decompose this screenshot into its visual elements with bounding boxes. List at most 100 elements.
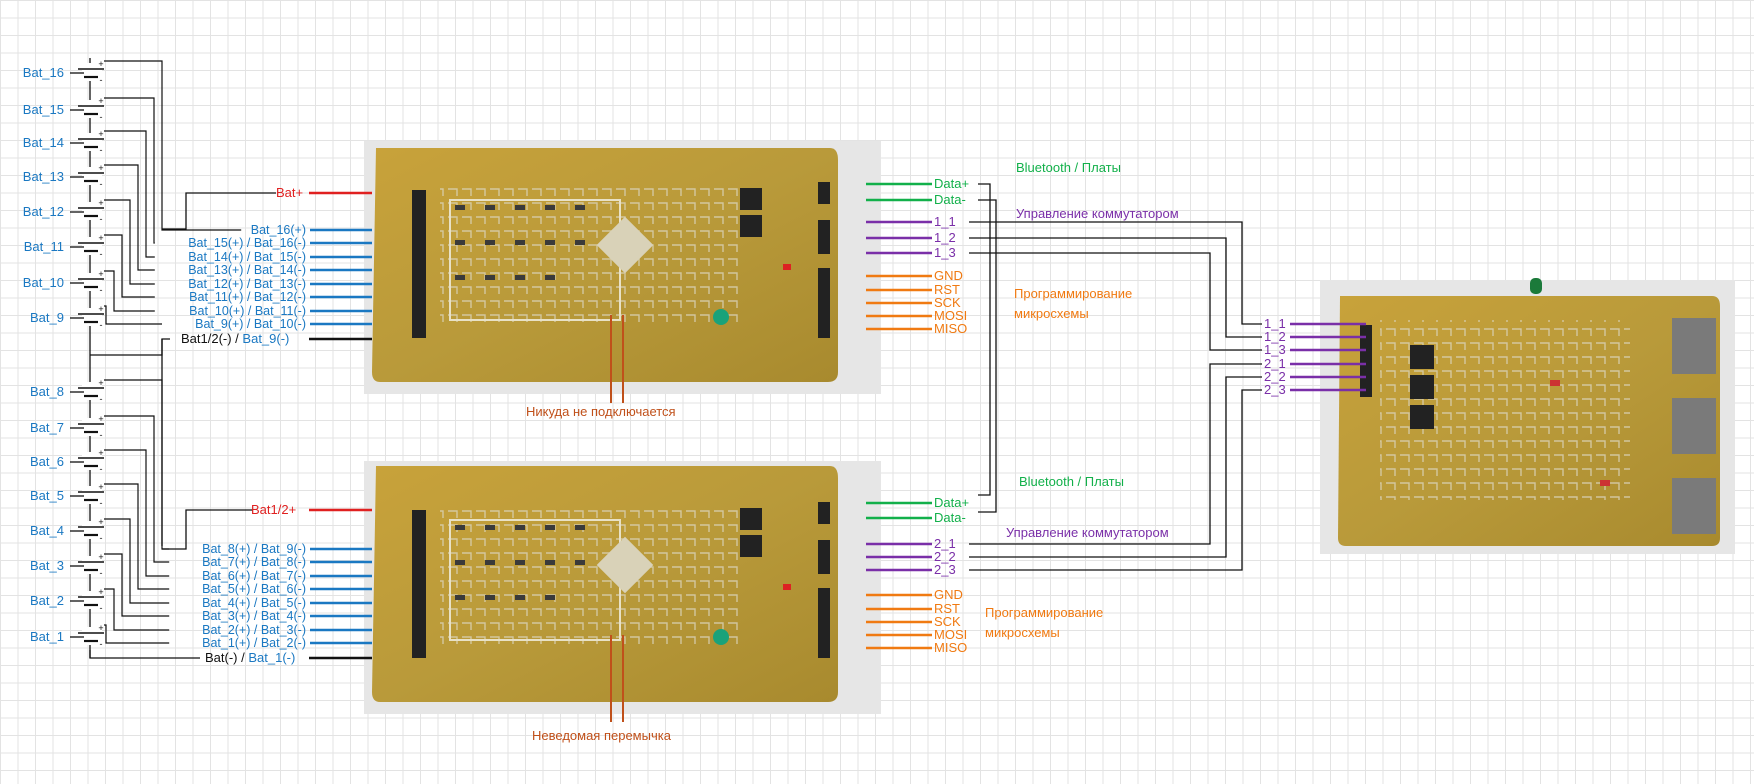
note-programming-top-2: микросхемы bbox=[1014, 306, 1089, 321]
prog-label: RST bbox=[934, 282, 960, 297]
switch-label: 1_2 bbox=[934, 230, 956, 245]
data-label: Data+ bbox=[934, 176, 969, 191]
tap-wire bbox=[104, 415, 170, 563]
cell-plus-sign: + bbox=[98, 129, 103, 139]
bms-board-top bbox=[364, 141, 881, 394]
label-bat-minus-a: Bat(-) / bbox=[205, 650, 248, 665]
tap-wire bbox=[104, 553, 170, 617]
notes: Bluetooth / Платы Управление коммутаторо… bbox=[526, 160, 1179, 743]
note-programming-bottom-2: микросхемы bbox=[985, 625, 1060, 640]
cell-label: Bat_10 bbox=[23, 275, 64, 290]
cell-plus-sign: + bbox=[98, 482, 103, 492]
tap-label: Bat_8(+) / Bat_9(-) bbox=[202, 542, 306, 556]
battery-cell: +-Bat_5 bbox=[30, 482, 104, 508]
cell-minus-sign: - bbox=[100, 112, 103, 122]
prog-label: MOSI bbox=[934, 308, 967, 323]
label-bat-minus: Bat(-) / Bat_1(-) bbox=[205, 650, 295, 665]
cell-minus-sign: - bbox=[100, 320, 103, 330]
bms-board-bottom bbox=[364, 461, 881, 714]
cell-plus-sign: + bbox=[98, 448, 103, 458]
cell-label: Bat_3 bbox=[30, 558, 64, 573]
cell-label: Bat_7 bbox=[30, 420, 64, 435]
cell-minus-sign: - bbox=[100, 75, 103, 85]
tap-wire bbox=[104, 483, 170, 590]
prog-label: MISO bbox=[934, 640, 967, 655]
data-label: Data- bbox=[934, 192, 966, 207]
prog-label: MISO bbox=[934, 321, 967, 336]
data-label: Data+ bbox=[934, 495, 969, 510]
cell-plus-sign: + bbox=[98, 269, 103, 279]
cell-label: Bat_15 bbox=[23, 102, 64, 117]
cell-plus-sign: + bbox=[98, 96, 103, 106]
tap-wire bbox=[104, 379, 170, 550]
battery-cell: +-Bat_2 bbox=[30, 587, 104, 613]
cell-plus-sign: + bbox=[98, 163, 103, 173]
cell-plus-sign: + bbox=[98, 587, 103, 597]
tap-label: Bat_14(+) / Bat_15(-) bbox=[188, 250, 306, 264]
note-bluetooth-bottom: Bluetooth / Платы bbox=[1019, 474, 1124, 489]
switch-input-label: 2_1 bbox=[1264, 356, 1286, 371]
cell-plus-sign: + bbox=[98, 304, 103, 314]
battery-cell: + - Bat_11 bbox=[24, 233, 104, 259]
cell-minus-sign: - bbox=[100, 249, 103, 259]
tap-labels: Bat_16(+)Bat_15(+) / Bat_16(-)Bat_14(+) … bbox=[104, 60, 306, 650]
cell-minus-sign: - bbox=[100, 464, 103, 474]
prog-label: SCK bbox=[934, 614, 961, 629]
tap-label: Bat_1(+) / Bat_2(-) bbox=[202, 636, 306, 650]
cell-minus-sign: - bbox=[100, 145, 103, 155]
cell-plus-sign: + bbox=[98, 59, 103, 69]
battery-cell: +-Bat_3 bbox=[30, 552, 104, 578]
switch-input-label: 1_1 bbox=[1264, 316, 1286, 331]
tap-label: Bat_2(+) / Bat_3(-) bbox=[202, 623, 306, 637]
switch-label: 2_2 bbox=[934, 549, 956, 564]
tap-wire bbox=[104, 234, 155, 298]
tap-label: Bat_5(+) / Bat_6(-) bbox=[202, 582, 306, 596]
tap-wire bbox=[104, 518, 170, 604]
cell-plus-sign: + bbox=[98, 198, 103, 208]
battery-cell: +-Bat_13 bbox=[23, 163, 104, 189]
switch-label: 2_1 bbox=[934, 536, 956, 551]
tap-wire bbox=[104, 449, 170, 577]
battery-cell: +-Bat_1 bbox=[30, 623, 104, 649]
tap-label: Bat_15(+) / Bat_16(-) bbox=[188, 236, 306, 250]
battery-cell: +-Bat_7 bbox=[30, 414, 104, 440]
cell-label: Bat_1 bbox=[30, 629, 64, 644]
cell-minus-sign: - bbox=[100, 603, 103, 613]
note-programming-bottom-1: Программирование bbox=[985, 605, 1103, 620]
cell-minus-sign: - bbox=[100, 430, 103, 440]
prog-label: SCK bbox=[934, 295, 961, 310]
tap-label: Bat_11(+) / Bat_12(-) bbox=[189, 290, 306, 304]
board-leads bbox=[309, 182, 1366, 660]
prog-label: GND bbox=[934, 268, 963, 283]
tap-wire bbox=[104, 97, 155, 244]
tap-wire bbox=[104, 588, 170, 631]
tap-wire bbox=[104, 305, 162, 325]
cell-label: Bat_16 bbox=[23, 65, 64, 80]
cell-minus-sign: - bbox=[100, 179, 103, 189]
tap-label: Bat_13(+) / Bat_14(-) bbox=[188, 263, 306, 277]
note-switch-bottom: Управление коммутатором bbox=[1006, 525, 1169, 540]
cell-label: Bat_14 bbox=[23, 135, 64, 150]
tap-label: Bat_9(+) / Bat_10(-) bbox=[195, 317, 306, 331]
data-label: Data- bbox=[934, 510, 966, 525]
cell-plus-sign: + bbox=[98, 233, 103, 243]
battery-cell: + - Bat_14 bbox=[23, 129, 104, 155]
label-bat-half-minus: Bat1/2(-) / Bat_9(-) bbox=[181, 331, 289, 346]
cell-plus-sign: + bbox=[98, 552, 103, 562]
cell-minus-sign: - bbox=[100, 214, 103, 224]
switch-board bbox=[1320, 278, 1735, 554]
cell-minus-sign: - bbox=[100, 285, 103, 295]
tap-wire bbox=[104, 624, 170, 644]
prog-label: GND bbox=[934, 587, 963, 602]
label-bat-half-minus-b: Bat_9(-) bbox=[242, 331, 289, 346]
cell-minus-sign: - bbox=[100, 394, 103, 404]
switch-input-label: 1_3 bbox=[1264, 342, 1286, 357]
label-bat-plus: Bat+ bbox=[276, 185, 303, 200]
cell-label: Bat_8 bbox=[30, 384, 64, 399]
note-programming-top-1: Программирование bbox=[1014, 286, 1132, 301]
power-labels: Bat+ Bat1/2+ Bat1/2(-) / Bat_9(-) Bat(-)… bbox=[181, 185, 303, 665]
cell-label: Bat_4 bbox=[30, 523, 64, 538]
cell-minus-sign: - bbox=[100, 533, 103, 543]
cell-label: Bat_11 bbox=[24, 239, 64, 254]
